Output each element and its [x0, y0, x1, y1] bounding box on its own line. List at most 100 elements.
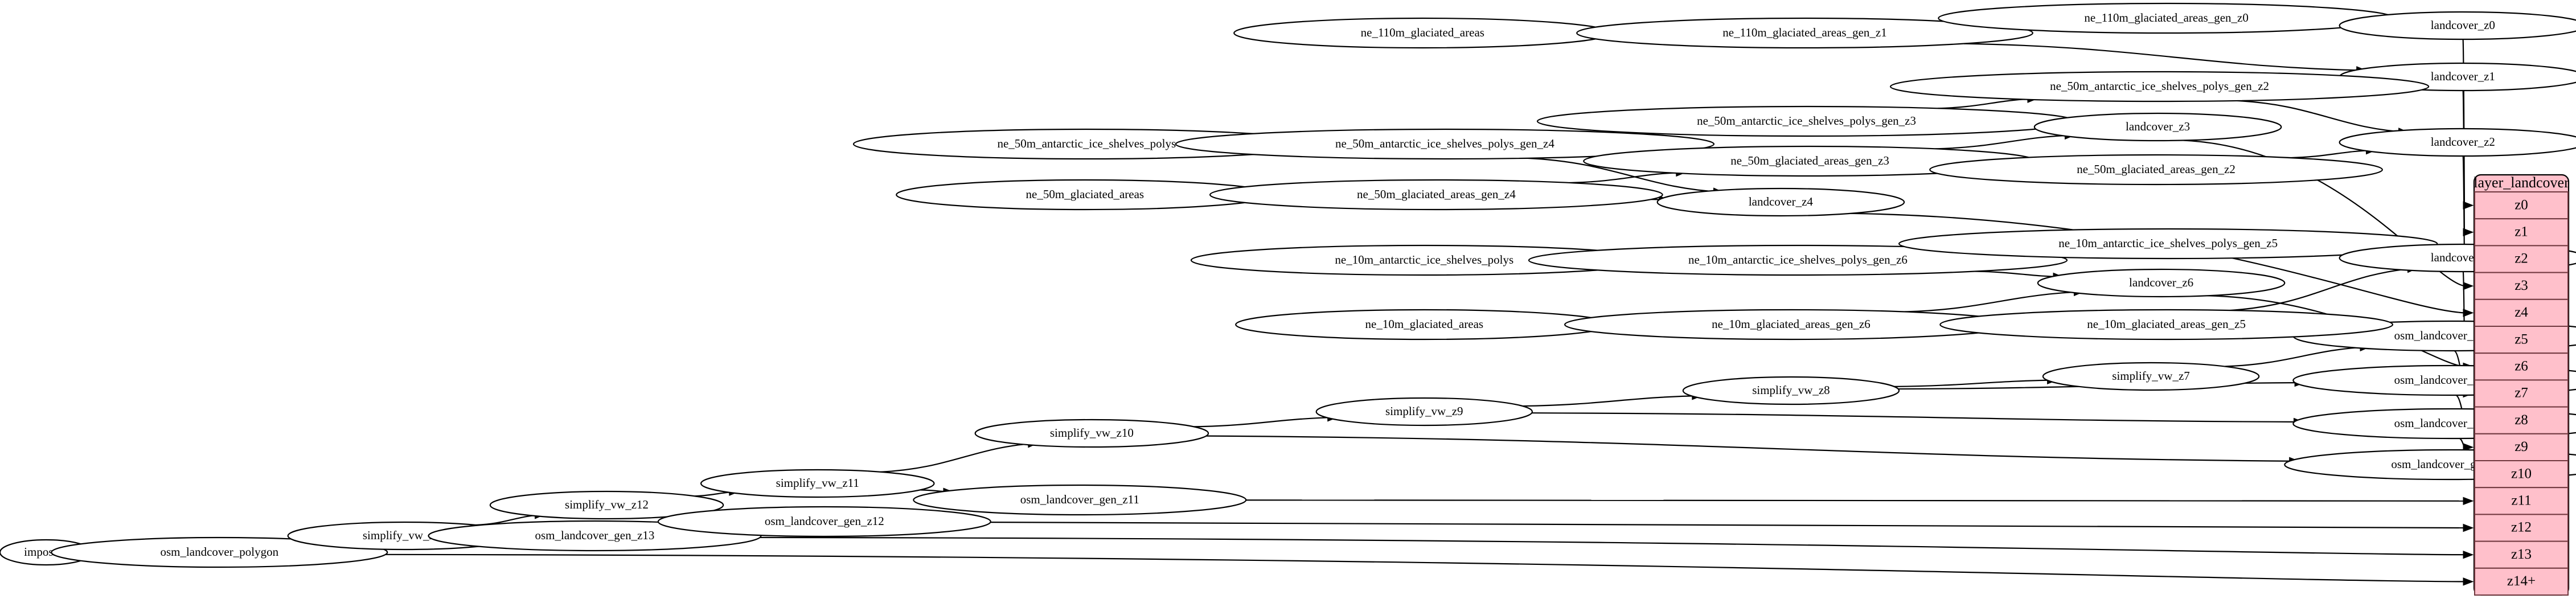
- node-label: ne_110m_glaciated_areas_gen_z0: [2084, 11, 2248, 24]
- layer-table-row-cell: [2474, 514, 2569, 542]
- graph-edge: [1206, 435, 2299, 462]
- layer-table-row-cell: [2474, 487, 2569, 515]
- node-label: simplify_vw_z12: [565, 498, 649, 511]
- layer-table-row-z9[interactable]: z9: [2474, 433, 2569, 461]
- edges-layer: [59, 19, 2474, 586]
- node-ellipse: [489, 490, 724, 520]
- layer-table-row-z11[interactable]: z11: [2474, 487, 2569, 515]
- graph-node-osm_landcover_gen_z12[interactable]: osm_landcover_gen_z12: [657, 506, 991, 538]
- graph-node-ne_10m_glaciated_areas_gen_z5[interactable]: ne_10m_glaciated_areas_gen_z5: [1939, 309, 2394, 341]
- layer-table-row-label: z11: [2511, 493, 2531, 509]
- edge-arrowhead: [2463, 281, 2474, 290]
- graph-edge: [1894, 379, 2057, 387]
- graph-node-ne_50m_antarctic_ice_shelves_polys_gen_z3[interactable]: ne_50m_antarctic_ice_shelves_polys_gen_z…: [1536, 105, 2077, 137]
- graph-node-osm_landcover_gen_z11[interactable]: osm_landcover_gen_z11: [913, 484, 1247, 516]
- layer-table-row-z12[interactable]: z12: [2474, 514, 2569, 542]
- node-label: ne_50m_glaciated_areas_gen_z3: [1730, 154, 1889, 167]
- node-label: ne_10m_antarctic_ice_shelves_polys: [1335, 253, 1513, 266]
- layer-table-row-z6[interactable]: z6: [2474, 352, 2569, 381]
- node-ellipse: [657, 506, 991, 538]
- layer-table-row-z4[interactable]: z4: [2474, 298, 2569, 327]
- graph-node-ne_110m_glaciated_areas_gen_z1[interactable]: ne_110m_glaciated_areas_gen_z1: [1576, 17, 2033, 49]
- graph-edge: [1963, 43, 2366, 71]
- node-label: ne_50m_glaciated_areas_gen_z2: [2077, 162, 2235, 176]
- graph-node-landcover_z3[interactable]: landcover_z3: [2033, 112, 2282, 142]
- node-ellipse: [1889, 71, 2430, 102]
- graph-node-ne_50m_glaciated_areas_gen_z2[interactable]: ne_50m_glaciated_areas_gen_z2: [1929, 154, 2384, 186]
- node-ellipse: [2339, 128, 2576, 157]
- node-label: ne_50m_antarctic_ice_shelves_polys: [997, 137, 1176, 150]
- node-ellipse: [2042, 362, 2260, 391]
- graph-edge-to-layer-row: [760, 536, 2465, 556]
- layer-table-row-z10[interactable]: z10: [2474, 460, 2569, 489]
- graph-node-ne_10m_glaciated_areas_gen_z6[interactable]: ne_10m_glaciated_areas_gen_z6: [1564, 309, 2018, 341]
- layer-table-row-z3[interactable]: z3: [2474, 272, 2569, 300]
- layer-table-row-label: z9: [2515, 439, 2528, 454]
- edge-arrowhead: [2463, 577, 2474, 586]
- layer-table-row-z14+[interactable]: z14+: [2474, 567, 2569, 596]
- graph-edge: [1569, 171, 1686, 184]
- layer-table-row-z1[interactable]: z1: [2474, 218, 2569, 247]
- node-label: landcover_z2: [2431, 135, 2495, 149]
- layer-table-row-label: z5: [2515, 331, 2528, 347]
- node-label: landcover_z0: [2431, 18, 2495, 32]
- graph-node-simplify_vw_z8[interactable]: simplify_vw_z8: [1682, 376, 1900, 405]
- graph-node-landcover_z6[interactable]: landcover_z6: [2037, 268, 2286, 298]
- graph-edge: [1935, 134, 2075, 150]
- edge-arrowhead: [2463, 309, 2474, 317]
- node-label: ne_10m_antarctic_ice_shelves_polys_gen_z…: [1688, 253, 1908, 266]
- edge-arrowhead: [2463, 497, 2474, 506]
- layer-table-row-z8[interactable]: z8: [2474, 406, 2569, 434]
- node-ellipse: [1209, 179, 1663, 211]
- graph-edge-to-layer-row: [990, 522, 2465, 529]
- graph-node-simplify_vw_z9[interactable]: simplify_vw_z9: [1315, 397, 1533, 427]
- node-label: landcover_z1: [2431, 69, 2495, 83]
- graph-node-landcover_z0[interactable]: landcover_z0: [2339, 11, 2576, 40]
- graph-node-simplify_vw_z12[interactable]: simplify_vw_z12: [489, 490, 724, 520]
- graph-node-osm_landcover_polygon[interactable]: osm_landcover_polygon: [51, 536, 388, 568]
- edge-arrowhead: [2463, 228, 2474, 237]
- node-label: simplify_vw_z9: [1385, 404, 1463, 418]
- graph-edge-to-layer-row: [2183, 140, 2465, 287]
- node-ellipse: [700, 469, 935, 498]
- node-ellipse: [2033, 112, 2282, 142]
- layer-table-row-z5[interactable]: z5: [2474, 326, 2569, 354]
- graph-edge: [2236, 100, 2409, 133]
- graph-node-ne_10m_antarctic_ice_shelves_polys_gen_z5[interactable]: ne_10m_antarctic_ice_shelves_polys_gen_z…: [1898, 228, 2438, 260]
- graph-node-ne_110m_glaciated_areas[interactable]: ne_110m_glaciated_areas: [1233, 17, 1612, 49]
- node-ellipse: [1315, 397, 1533, 427]
- node-ellipse: [1175, 128, 1715, 160]
- graph-node-simplify_vw_z7[interactable]: simplify_vw_z7: [2042, 362, 2260, 391]
- graph-node-ne_50m_glaciated_areas_gen_z3[interactable]: ne_50m_glaciated_areas_gen_z3: [1583, 145, 2037, 177]
- layer-table-row-label: z13: [2511, 547, 2532, 562]
- graph-node-ne_10m_glaciated_areas[interactable]: ne_10m_glaciated_areas: [1235, 309, 1614, 341]
- layer-table-row-cell: [2474, 379, 2569, 408]
- graph-node-ne_10m_antarctic_ice_shelves_polys_gen_z6[interactable]: ne_10m_antarctic_ice_shelves_polys_gen_z…: [1528, 244, 2068, 276]
- node-label: ne_50m_glaciated_areas_gen_z4: [1357, 187, 1516, 201]
- node-label: osm_landcover_gen_z13: [535, 528, 654, 542]
- graph-node-simplify_vw_z10[interactable]: simplify_vw_z10: [974, 419, 1209, 448]
- layer-table-row-z2[interactable]: z2: [2474, 245, 2569, 273]
- layer-table-row-z13[interactable]: z13: [2474, 540, 2569, 569]
- layer-table-row-label: z6: [2515, 359, 2528, 374]
- layer-table-row-label: z8: [2515, 412, 2528, 428]
- edge-arrowhead: [2463, 201, 2474, 210]
- graph-node-landcover_z4[interactable]: landcover_z4: [1656, 187, 1905, 217]
- layer-table-row-z7[interactable]: z7: [2474, 379, 2569, 408]
- graph-node-ne_110m_glaciated_areas_gen_z0[interactable]: ne_110m_glaciated_areas_gen_z0: [1938, 2, 2395, 34]
- edge-arrowhead: [2463, 550, 2474, 559]
- layer-table-row-label: z0: [2515, 197, 2528, 212]
- graph-node-simplify_vw_z11[interactable]: simplify_vw_z11: [700, 469, 935, 498]
- layer-table-row-z0[interactable]: z0: [2474, 191, 2569, 220]
- graph-node-ne_50m_antarctic_ice_shelves_polys_gen_z2[interactable]: ne_50m_antarctic_ice_shelves_polys_gen_z…: [1889, 71, 2430, 102]
- graph-node-ne_10m_antarctic_ice_shelves_polys[interactable]: ne_10m_antarctic_ice_shelves_polys: [1190, 244, 1658, 276]
- node-ellipse: [1528, 244, 2068, 276]
- graph-node-ne_50m_glaciated_areas_gen_z4[interactable]: ne_50m_glaciated_areas_gen_z4: [1209, 179, 1663, 211]
- graph-edge: [1526, 157, 1724, 193]
- node-ellipse: [1939, 309, 2394, 341]
- layer-table-row-label: z2: [2515, 251, 2528, 266]
- graph-node-landcover_z2[interactable]: landcover_z2: [2339, 128, 2576, 157]
- graph-node-ne_50m_antarctic_ice_shelves_polys_gen_z4[interactable]: ne_50m_antarctic_ice_shelves_polys_gen_z…: [1175, 128, 1715, 160]
